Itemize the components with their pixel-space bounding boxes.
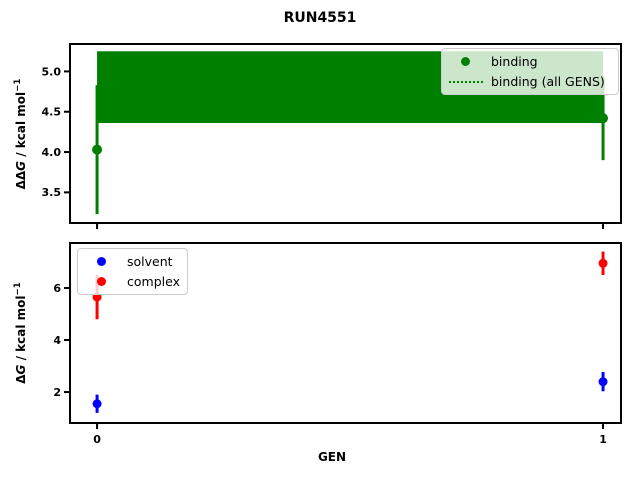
y-tick-label: 4 [53,334,61,347]
legend-dot-marker-icon [84,256,119,266]
y-tick-label: 5.0 [42,65,62,78]
bottom-y-axis-label: ΔG / kcal mol−1 [9,213,28,453]
x-axis-label: GEN [317,450,347,464]
legend-label: complex [127,274,180,290]
data-point-complex-gen1 [598,258,608,268]
y-tick-label: 4.0 [42,146,62,159]
data-point-binding-gen0 [92,144,103,155]
ylabel-variable: G [14,364,28,375]
y-tick-label: 4.5 [42,106,62,119]
legend-entry-binding: binding [448,51,612,72]
legend-dot-marker-icon [84,277,119,287]
ylabel-variable: G [14,160,28,171]
legend-entry-binding-all-gens: binding (all GENS) [448,72,612,93]
legend-dot-marker-icon [97,277,106,287]
y-tick-label: 2 [53,386,61,399]
legend-label: binding [491,53,538,69]
legend-dot-marker-icon [461,56,470,66]
legend-solvent-complex: solvent complex [77,248,188,295]
legend-dot-marker-icon [97,256,106,266]
legend-entry-complex: complex [84,272,181,293]
data-point-binding-gen1 [598,113,609,124]
legend-label: solvent [127,253,173,269]
data-point-solvent-gen1 [598,377,608,387]
data-point-solvent-gen0 [92,399,102,409]
ylabel-units: / kcal mol [14,91,28,161]
legend-dot-marker-icon [448,56,483,66]
ylabel-exponent: −1 [13,282,23,296]
legend-dotted-line-icon [448,80,483,83]
bottom-axes-frame [69,242,622,424]
x-tick-label: 0 [93,433,101,446]
legend-dotted-line-icon [448,80,483,83]
legend-entry-solvent: solvent [84,251,181,272]
legend-label: binding (all GENS) [491,74,605,90]
top-axes-frame [69,43,622,224]
figure-title: RUN4551 [283,10,357,26]
ylabel-prefix: Δ [14,374,28,384]
y-tick-label: 6 [53,282,61,295]
legend-binding: binding binding (all GENS) [441,48,619,95]
ylabel-exponent: −1 [13,78,23,92]
y-tick-label: 3.5 [42,186,62,199]
ylabel-prefix: ΔΔ [14,170,28,190]
x-tick-label: 1 [599,433,607,446]
ylabel-units: / kcal mol [14,295,28,365]
